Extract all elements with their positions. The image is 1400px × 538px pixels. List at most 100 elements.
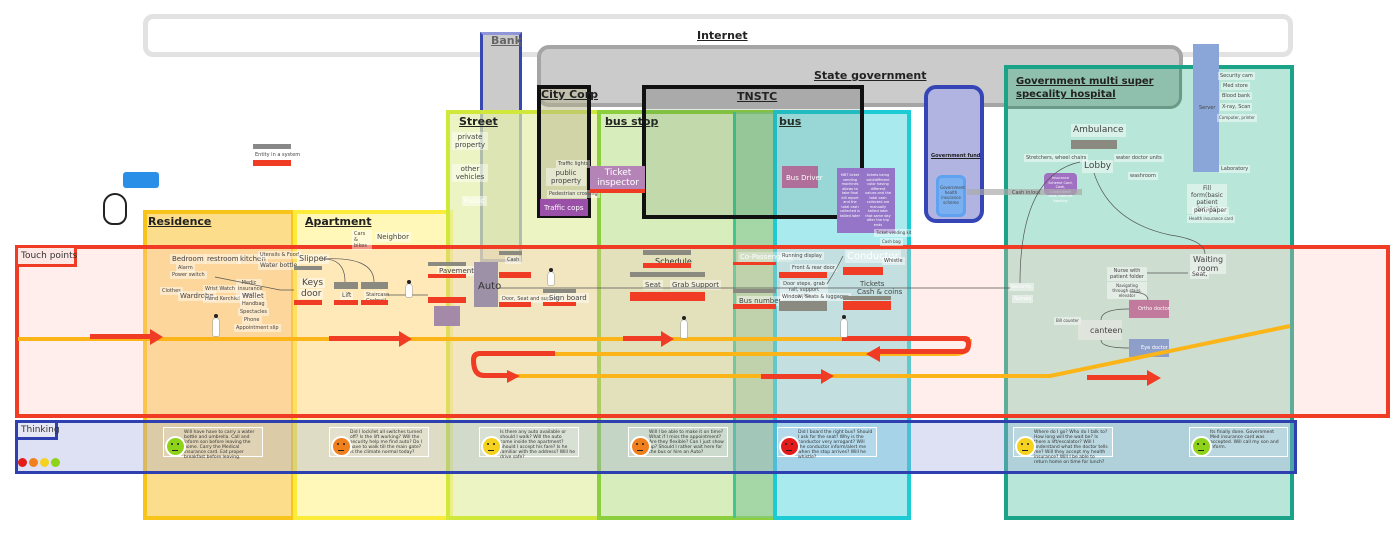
apartment-cash: Cash	[505, 256, 522, 264]
hospital-seat: Seat,	[1190, 271, 1210, 279]
hospital-fill-form: Fill form(basic patient details)	[1187, 184, 1227, 214]
hospital-health-card: Health insurance card	[1187, 215, 1235, 223]
arrow-busstop-shaft	[623, 336, 661, 341]
hospital-canteen: canteen	[1090, 326, 1123, 335]
residence-restroom: restroom	[205, 254, 241, 264]
emotion-neutral-icon	[1017, 438, 1034, 455]
traffic-cops-label: Traffic cops	[544, 204, 584, 212]
arrow-residence-shaft	[90, 334, 150, 339]
cash-flow-bar	[967, 189, 1082, 195]
thought-text: Its finally done. Government Med insuran…	[1210, 430, 1279, 450]
thinking-label-box	[15, 420, 58, 440]
hospital-eye-doctor: Eye doctor	[1141, 345, 1168, 351]
thinking-lane	[15, 420, 1297, 474]
ambulance-gray	[1071, 140, 1117, 149]
touch-points-label: Touch points	[21, 251, 78, 261]
window-gray	[779, 301, 827, 311]
thought-text: Is there any auto available or should I …	[500, 430, 575, 460]
arrow-apartment-head	[399, 331, 412, 347]
emotion-angry-icon	[781, 438, 798, 455]
bus-stop-seat: Seat	[643, 280, 663, 290]
pavement-header	[428, 262, 466, 266]
apartment-keys: Keys	[300, 278, 326, 288]
connector-lobby-waiting	[1093, 172, 1206, 255]
bus-tickets: Tickets	[860, 280, 885, 288]
apartment-door-pain	[294, 300, 322, 305]
journey-flow-line	[18, 324, 1291, 378]
bus-front-rear-door: Front & rear door	[790, 264, 837, 272]
arrow-uturn	[842, 336, 971, 354]
emotion-angry-icon	[18, 458, 27, 467]
walker-icon-street	[548, 268, 554, 285]
thought-text: Did I lock/let all switches turned off? …	[350, 430, 423, 455]
street-private-property: private property	[452, 132, 488, 150]
apartment-lift: Lift	[340, 292, 354, 300]
bus-number-header	[733, 289, 776, 293]
residence-wardrobe: Wardrobe	[178, 291, 216, 301]
journey-arrows	[90, 329, 1161, 386]
residence-bedroom: Bedroom	[170, 254, 206, 264]
street-label: Street	[459, 115, 498, 128]
apartment-door-seat: Door, Seat and support	[500, 295, 563, 303]
residence-utensils: Utensils & Food	[258, 251, 301, 259]
government-insurance-label: Government health insurance scheme	[940, 185, 965, 205]
bus-cash-bag: Cash bag	[880, 238, 903, 246]
ortho-doctor-box	[1129, 300, 1169, 318]
bus-ticket-machine-note	[837, 168, 895, 233]
connector-ortho-canteen	[1100, 308, 1130, 321]
persona-speech-bubble	[123, 172, 159, 188]
residence-medic-insurance: Medic insurance card	[236, 279, 263, 299]
bus-stop-sign-board: Sign board	[547, 293, 589, 303]
walker-icon-busstop	[681, 316, 687, 338]
hospital-lobby: Lobby	[1082, 160, 1114, 173]
auto-box	[474, 262, 498, 307]
residence-label: Residence	[148, 215, 212, 228]
pavement-pain	[428, 274, 466, 278]
touch-points-lane	[15, 245, 1390, 418]
city-corp-label: City Corp	[541, 88, 599, 101]
lift-header	[334, 282, 358, 289]
thought-bus-stop: Will I be able to make it on time? What …	[628, 427, 728, 457]
bus-running-display: Running display	[780, 252, 824, 260]
hospital-waiting-room: Waiting room	[1190, 254, 1226, 274]
thought-text: Did I board the right bus? Should I ask …	[798, 430, 873, 460]
tickets-pain	[843, 301, 891, 310]
hospital-nurse-folder: Nurse with patient folder	[1107, 267, 1147, 281]
internet-label: Internet	[697, 29, 748, 42]
staircase-pain	[361, 300, 388, 305]
apartment-label: Apartment	[305, 215, 372, 228]
traffic-cops-box	[540, 199, 588, 216]
street-other-vehicles: other vehicles	[452, 164, 488, 182]
schedule-header	[643, 250, 691, 255]
connector-nurse-ortho	[1129, 291, 1149, 301]
bus-window-seats: Window, Seats & luggages	[780, 293, 851, 301]
hospital-label: Government multi super specality hospita…	[1016, 76, 1154, 100]
city-corp-column	[537, 85, 591, 218]
walker-icon-residence	[213, 314, 219, 336]
legend-gray-bar	[253, 144, 291, 149]
apartment-auto: Auto	[478, 281, 502, 292]
bus-driver-box	[782, 166, 818, 188]
apartment-neighbor: Neighbor	[375, 232, 411, 242]
emotion-worried-icon	[632, 438, 649, 455]
thought-apartment: Did I lock/let all switches turned off? …	[329, 427, 429, 457]
arrow-hospital-shaft	[1087, 375, 1147, 380]
residence-alarm: Alarm	[176, 264, 195, 272]
emotion-happy-icon	[1193, 438, 1210, 455]
bus-door-steps: Door steps, grab rail, support poles	[780, 280, 828, 300]
bus-ticket-machine: MBT ticket vending machines allows to ta…	[840, 173, 861, 218]
residence-handbag: Handbag	[240, 300, 267, 308]
hospital-nurses: Nurses	[1012, 295, 1034, 303]
government-fund-label: Government fund	[931, 153, 981, 159]
hospital-laboratory: Laboratory	[1219, 165, 1251, 173]
staircase-header	[361, 282, 388, 289]
thought-street: Is there any auto available or should I …	[479, 427, 579, 460]
arrow-street-head	[507, 370, 520, 383]
tnstc-header	[646, 89, 860, 109]
hospital-cash-in-out: Cash in/out	[1012, 190, 1041, 196]
legend-red-bar	[253, 160, 291, 166]
hospital-security: Security	[1009, 283, 1034, 291]
emotion-neutral-icon	[483, 438, 500, 455]
legend-entity-label: Entity in a system	[255, 152, 301, 158]
hospital-bill-counter: Bill counter	[1054, 317, 1081, 325]
